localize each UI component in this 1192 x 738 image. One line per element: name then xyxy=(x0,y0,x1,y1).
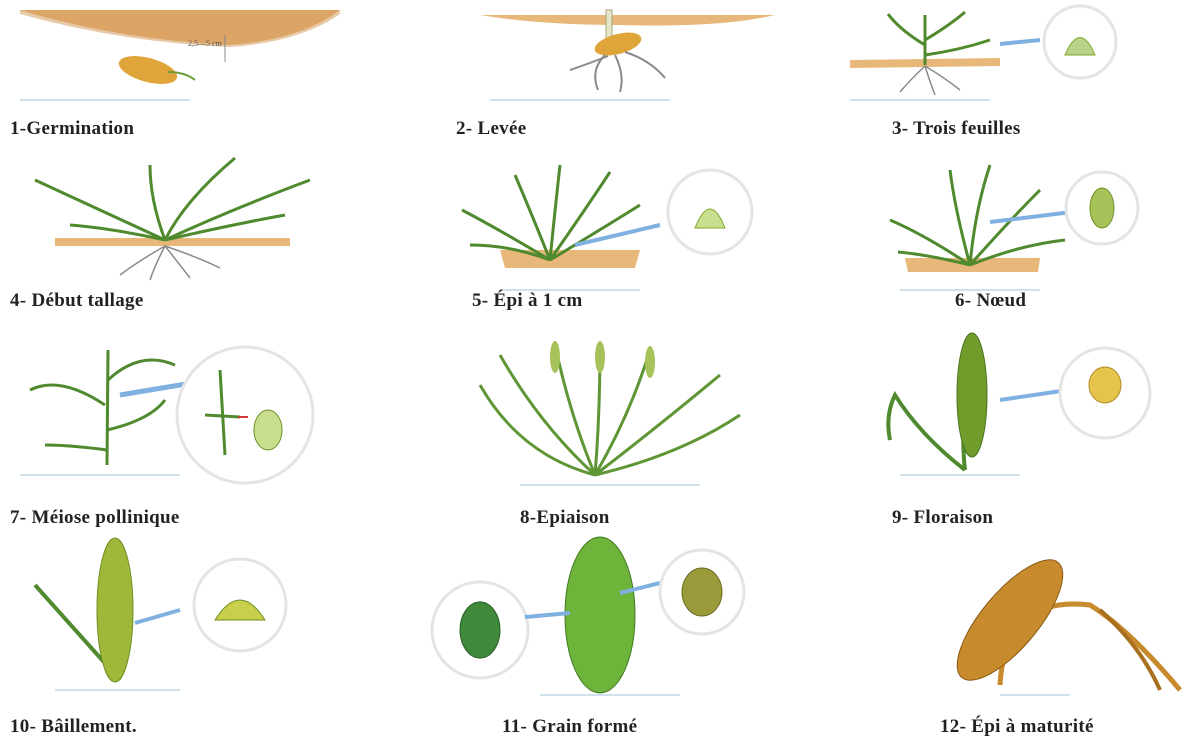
ear-icon xyxy=(957,333,987,457)
seed-icon xyxy=(592,28,644,60)
stage-label: 12- Épi à maturité xyxy=(940,716,1094,738)
leaves-icon xyxy=(35,158,310,240)
stage-9-floraison: 9- Floraison xyxy=(840,335,1192,535)
flowering-illustration xyxy=(840,335,1192,535)
pointer-arrow-icon xyxy=(990,212,1072,222)
ear-icon xyxy=(595,341,605,373)
stage-11-grain-forme: 11- Grain formé xyxy=(420,535,800,738)
ear-icon xyxy=(565,537,635,693)
magnifier-icon xyxy=(177,347,313,483)
pointer-arrow-icon xyxy=(525,613,570,617)
stage-2-levee: 2- Levée xyxy=(420,0,800,150)
ear-icon xyxy=(645,346,655,378)
ear-icon xyxy=(97,538,133,682)
heading-illustration xyxy=(420,335,800,535)
leaves-icon xyxy=(888,12,990,65)
roots-icon xyxy=(120,246,220,280)
stage-1-germination: 2,5—5 cm 1-Germination xyxy=(0,0,380,150)
ear-detail-icon xyxy=(1090,188,1114,228)
grain-detail-icon xyxy=(682,568,722,616)
soil-layer xyxy=(500,250,640,268)
depth-note: 2,5—5 cm xyxy=(188,39,223,48)
stage-label: 8-Epiaison xyxy=(520,507,610,529)
stage-7-meiose-pollinique: 7- Méiose pollinique xyxy=(0,335,380,535)
stage-label: 4- Début tallage xyxy=(10,290,144,312)
stage-12-epi-maturite: 12- Épi à maturité xyxy=(840,535,1192,738)
stage-5-epi-1cm: 5- Épi à 1 cm xyxy=(420,150,800,320)
mature-ear-illustration xyxy=(840,535,1192,738)
stage-10-baillement: 10- Bâillement. xyxy=(0,535,380,738)
stage-8-epiaison: 8-Epiaison xyxy=(420,335,800,535)
stage-label: 11- Grain formé xyxy=(502,716,637,738)
ripe-ear-icon xyxy=(940,545,1079,696)
stem-leaves-icon xyxy=(30,350,175,465)
roots-icon xyxy=(570,52,665,92)
soil-layer xyxy=(480,15,775,26)
ear-detail-icon xyxy=(254,410,282,450)
pointer-arrow-icon xyxy=(575,225,660,245)
roots-icon xyxy=(900,66,960,95)
stage-label: 5- Épi à 1 cm xyxy=(472,290,583,312)
stage-6-noeud: 6- Nœud xyxy=(840,150,1192,320)
pointer-arrow-icon xyxy=(135,610,180,623)
stage-label: 1-Germination xyxy=(10,118,134,140)
pointer-arrow-icon xyxy=(1000,40,1040,44)
anthesis-illustration xyxy=(0,535,380,738)
stage-label: 2- Levée xyxy=(456,118,526,140)
grain-detail-icon xyxy=(460,602,500,658)
stage-label: 10- Bâillement. xyxy=(10,716,137,738)
meiosis-illustration xyxy=(0,335,380,535)
grain-formed-illustration xyxy=(420,535,800,738)
ear-icon xyxy=(550,341,560,373)
flower-detail-icon xyxy=(1089,367,1121,403)
seed-icon xyxy=(116,51,180,90)
pointer-arrow-icon xyxy=(1000,390,1068,400)
leaves-icon xyxy=(462,165,640,260)
stage-3-trois-feuilles: 3- Trois feuilles xyxy=(840,0,1192,150)
stems-icon xyxy=(480,345,740,475)
stage-4-debut-tallage: 4- Début tallage xyxy=(0,150,380,320)
stage-label: 7- Méiose pollinique xyxy=(10,507,180,529)
stage-label: 3- Trois feuilles xyxy=(892,118,1021,140)
leaf-icon xyxy=(1100,610,1160,690)
soil-shade xyxy=(20,10,340,47)
stage-label: 6- Nœud xyxy=(955,290,1026,312)
stage-label: 9- Floraison xyxy=(892,507,993,529)
